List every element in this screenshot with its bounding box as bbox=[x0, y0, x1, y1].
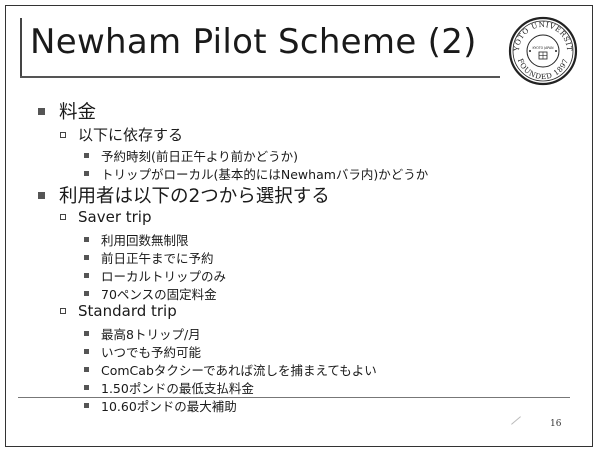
seal-inner-text: KYOTO JAPAN bbox=[532, 46, 554, 50]
bullet-icon bbox=[38, 107, 45, 115]
bullet-text: 利用回数無制限 bbox=[101, 233, 189, 248]
bullet-text: 料金 bbox=[59, 102, 97, 123]
bullet-level3: ローカルトリップのみ bbox=[84, 266, 226, 285]
bullet-level3: 前日正午までに予約 bbox=[84, 248, 214, 267]
bullet-icon bbox=[84, 255, 89, 260]
bullet-level2: 以下に依存する bbox=[60, 124, 183, 145]
bullet-level3: 70ペンスの固定料金 bbox=[84, 284, 217, 303]
bullet-icon bbox=[84, 153, 89, 158]
bullet-icon bbox=[84, 171, 89, 176]
bullet-icon bbox=[84, 385, 89, 390]
bullet-text: いつでも予約可能 bbox=[101, 345, 202, 360]
bullet-level3: 10.60ポンドの最大補助 bbox=[84, 396, 237, 415]
bullet-level3: いつでも予約可能 bbox=[84, 342, 201, 361]
bullet-icon bbox=[60, 131, 66, 138]
bullet-icon bbox=[84, 291, 89, 296]
bullet-text: 70ペンスの固定料金 bbox=[101, 287, 217, 302]
bullet-level1: 利用者は以下の2つから選択する bbox=[38, 182, 330, 208]
bullet-level3: ComCabタクシーであれば流しを捕まえてもよい bbox=[84, 360, 377, 379]
bullet-level3: トリップがローカル(基本的にはNewhamバラ内)かどうか bbox=[84, 164, 428, 183]
bullet-icon bbox=[60, 214, 66, 220]
bullet-level3: 利用回数無制限 bbox=[84, 230, 189, 249]
bullet-text: Saver trip bbox=[78, 208, 152, 226]
footer-rule bbox=[18, 397, 570, 398]
bullet-text: 以下に依存する bbox=[78, 126, 184, 144]
bullet-text: 前日正午までに予約 bbox=[101, 251, 214, 266]
bullet-text: 1.50ポンドの最低支払料金 bbox=[101, 381, 254, 396]
bullet-icon bbox=[84, 237, 89, 242]
bullet-text: Standard trip bbox=[78, 302, 177, 320]
slide-title: Newham Pilot Scheme (2) bbox=[30, 22, 477, 62]
bullet-text: トリップがローカル(基本的にはNewhamバラ内)かどうか bbox=[101, 167, 429, 182]
bullet-level2: Standard trip bbox=[60, 302, 177, 320]
bullet-level2: Saver trip bbox=[60, 208, 152, 226]
title-accent-line bbox=[20, 18, 22, 76]
bullet-icon bbox=[84, 403, 89, 408]
bullet-icon bbox=[38, 191, 45, 199]
bullet-icon bbox=[84, 349, 89, 354]
bullet-text: ComCabタクシーであれば流しを捕まえてもよい bbox=[101, 363, 377, 378]
bullet-icon bbox=[84, 273, 89, 278]
bullet-text: ローカルトリップのみ bbox=[101, 269, 227, 284]
slide-frame bbox=[5, 5, 593, 447]
bullet-level1: 料金 bbox=[38, 98, 96, 124]
bullet-text: 利用者は以下の2つから選択する bbox=[59, 186, 330, 207]
bullet-text: 最高8トリップ/月 bbox=[101, 327, 201, 342]
page-number: 16 bbox=[550, 419, 562, 429]
bullet-icon bbox=[84, 367, 89, 372]
title-underline bbox=[20, 76, 500, 78]
bullet-icon bbox=[60, 308, 66, 314]
kyoto-university-seal-icon: KYOTO UNIVERSITY FOUNDED 1897 KYOTO JAPA… bbox=[508, 16, 578, 86]
bullet-level3: 最高8トリップ/月 bbox=[84, 324, 201, 343]
bullet-level3: 1.50ポンドの最低支払料金 bbox=[84, 378, 254, 397]
bullet-level3: 予約時刻(前日正午より前かどうか) bbox=[84, 146, 298, 165]
bullet-text: 10.60ポンドの最大補助 bbox=[101, 399, 237, 414]
bullet-text: 予約時刻(前日正午より前かどうか) bbox=[101, 149, 299, 164]
bullet-icon bbox=[84, 331, 89, 336]
